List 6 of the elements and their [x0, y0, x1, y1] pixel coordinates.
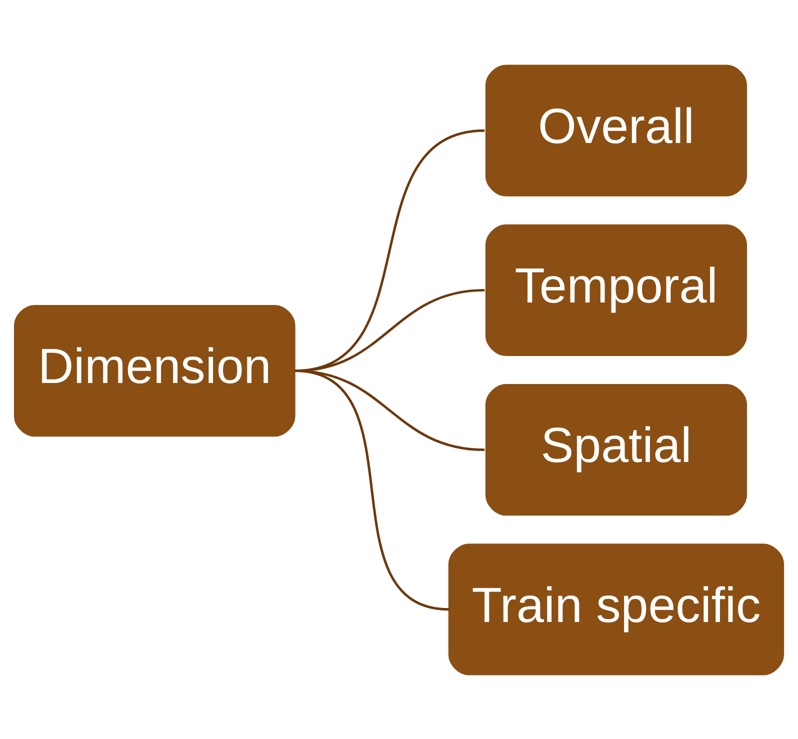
node-box: Overall — [485, 64, 748, 196]
node-box: Spatial — [485, 383, 748, 516]
node-box: Temporal — [485, 224, 748, 356]
node-box: Train specific — [448, 543, 784, 675]
connector — [294, 369, 450, 610]
node-box: Dimension — [14, 304, 296, 436]
